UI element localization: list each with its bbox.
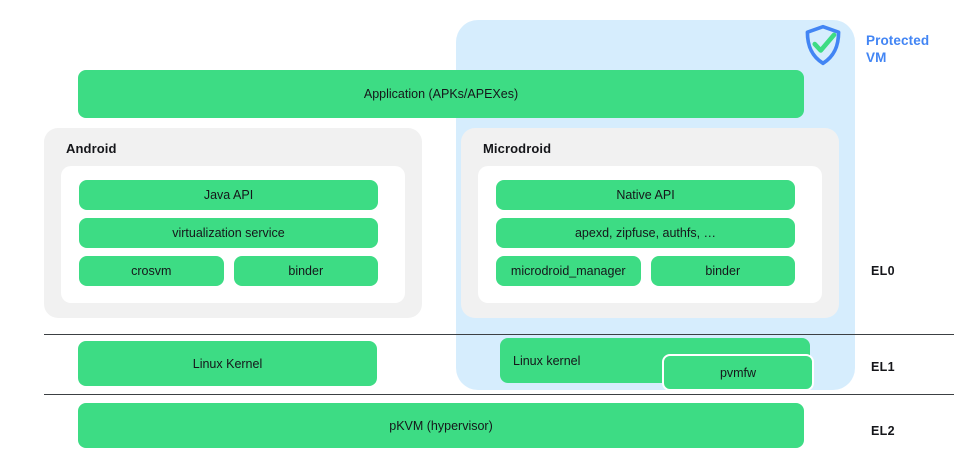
os-card-microdroid-inner: Native API apexd, zipfuse, authfs, … mic… [478,166,822,303]
android-block-crosvm: crosvm [79,256,224,286]
os-card-android: Android Java API virtualization service … [44,128,422,318]
android-row-3: crosvm binder [79,256,378,286]
protected-vm-label-line1: Protected [866,33,930,48]
android-block-java-api: Java API [79,180,378,210]
hypervisor-block: pKVM (hypervisor) [78,403,804,448]
microdroid-row-2: apexd, zipfuse, authfs, … [496,218,795,248]
microdroid-row-3: microdroid_manager binder [496,256,795,286]
pvmfw-block: pvmfw [662,354,814,391]
os-card-android-inner: Java API virtualization service crosvm b… [61,166,405,303]
android-row-1: Java API [79,180,378,210]
exception-level-el1: EL1 [871,360,895,374]
exception-level-el2: EL2 [871,424,895,438]
os-card-android-title: Android [66,141,117,156]
protected-vm-label: Protected VM [866,32,952,66]
separator-el0-el1 [44,334,954,335]
android-block-virtualization-service: virtualization service [79,218,378,248]
android-row-2: virtualization service [79,218,378,248]
microdroid-block-microdroid-manager: microdroid_manager [496,256,641,286]
os-card-microdroid-title: Microdroid [483,141,552,156]
microdroid-block-binder: binder [650,256,795,286]
application-block: Application (APKs/APEXes) [78,70,804,118]
os-card-microdroid: Microdroid Native API apexd, zipfuse, au… [461,128,839,318]
microdroid-block-apexd-zipfuse-authfs: apexd, zipfuse, authfs, … [496,218,795,248]
shield-check-icon [801,23,845,67]
exception-level-el0: EL0 [871,264,895,278]
separator-el1-el2 [44,394,954,395]
microdroid-row-1: Native API [496,180,795,210]
android-block-binder: binder [233,256,378,286]
microdroid-block-native-api: Native API [496,180,795,210]
protected-vm-label-line2: VM [866,50,887,65]
host-linux-kernel-block: Linux Kernel [78,341,377,386]
